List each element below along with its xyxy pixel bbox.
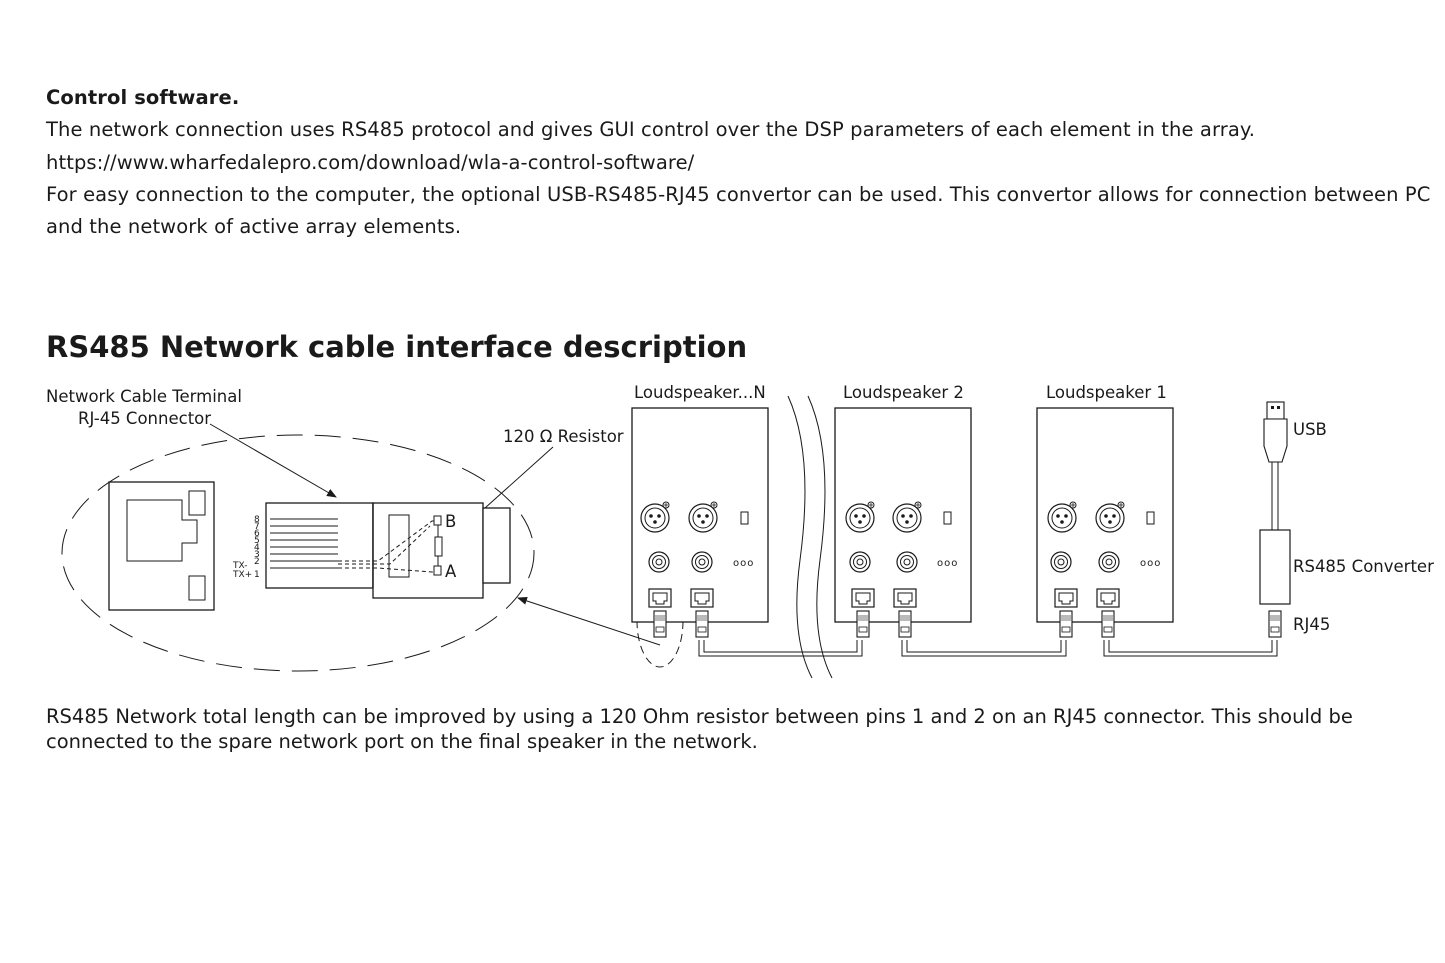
resistor-label: 120 Ω Resistor [503,427,624,446]
speaker-n-panel [631,407,769,623]
zoom-pointer-arrow [517,597,661,646]
svg-text:7: 7 [254,522,260,532]
pin-b-label: B [445,512,456,531]
network-cables [698,462,1279,657]
speaker-2-label: Loudspeaker 2 [843,383,964,402]
footer-note: RS485 Network total length can be improv… [46,705,1353,753]
svg-text:6: 6 [254,529,260,539]
speaker-2-panel [834,407,972,623]
rs485-converter-box [1259,529,1291,605]
terminal-label-line2: RJ-45 Connector [78,409,211,428]
svg-text:4: 4 [254,543,260,553]
speaker-n-more-dots: ooo [733,558,754,569]
svg-text:8: 8 [254,515,260,525]
rj45-plug [265,502,511,599]
terminal-label-line1: Network Cable Terminal [46,387,242,406]
section-title: Control software. [46,86,240,109]
speaker-n-label: Loudspeaker...N [634,383,766,402]
speaker-2-more-dots: ooo [937,558,958,569]
download-link[interactable]: https://www.wharfedalepro.com/download/w… [46,150,695,174]
pin-number-labels: 8 7 6 5 4 3 2 1 TX- TX+ [232,515,260,580]
rs485-network-diagram: Network Cable Terminal RJ-45 Connector 1… [46,383,1434,679]
converter-label: RS485 Converter [1293,557,1434,576]
section-paragraph-convertor: For easy connection to the computer, the… [46,182,1431,239]
break-line-right [807,395,833,679]
svg-text:3: 3 [254,550,260,560]
speaker-1-more-dots: ooo [1140,558,1161,569]
diagram-heading: RS485 Network cable interface descriptio… [46,330,748,364]
pin-a-label: A [445,562,457,581]
svg-text:1: 1 [254,570,260,580]
rj45-label: RJ45 [1293,615,1330,634]
section-paragraph-protocol: The network connection uses RS485 protoc… [46,118,1256,142]
svg-text:5: 5 [254,536,260,546]
svg-text:2: 2 [254,557,260,567]
tx-minus-label: TX- [232,561,247,571]
terminal-pointer-arrow [209,423,337,498]
break-line-left [787,395,813,679]
speaker-1-label: Loudspeaker 1 [1046,383,1167,402]
tx-plus-label: TX+ [232,570,252,580]
usb-plug [1263,401,1288,463]
usb-label: USB [1293,420,1327,439]
speaker-1-panel [1036,407,1174,623]
control-software-section: Control software. The network connection… [46,82,1436,243]
resistor-symbol [433,515,443,576]
detail-callout-ellipse [61,434,535,672]
rj45-jack [108,481,215,611]
